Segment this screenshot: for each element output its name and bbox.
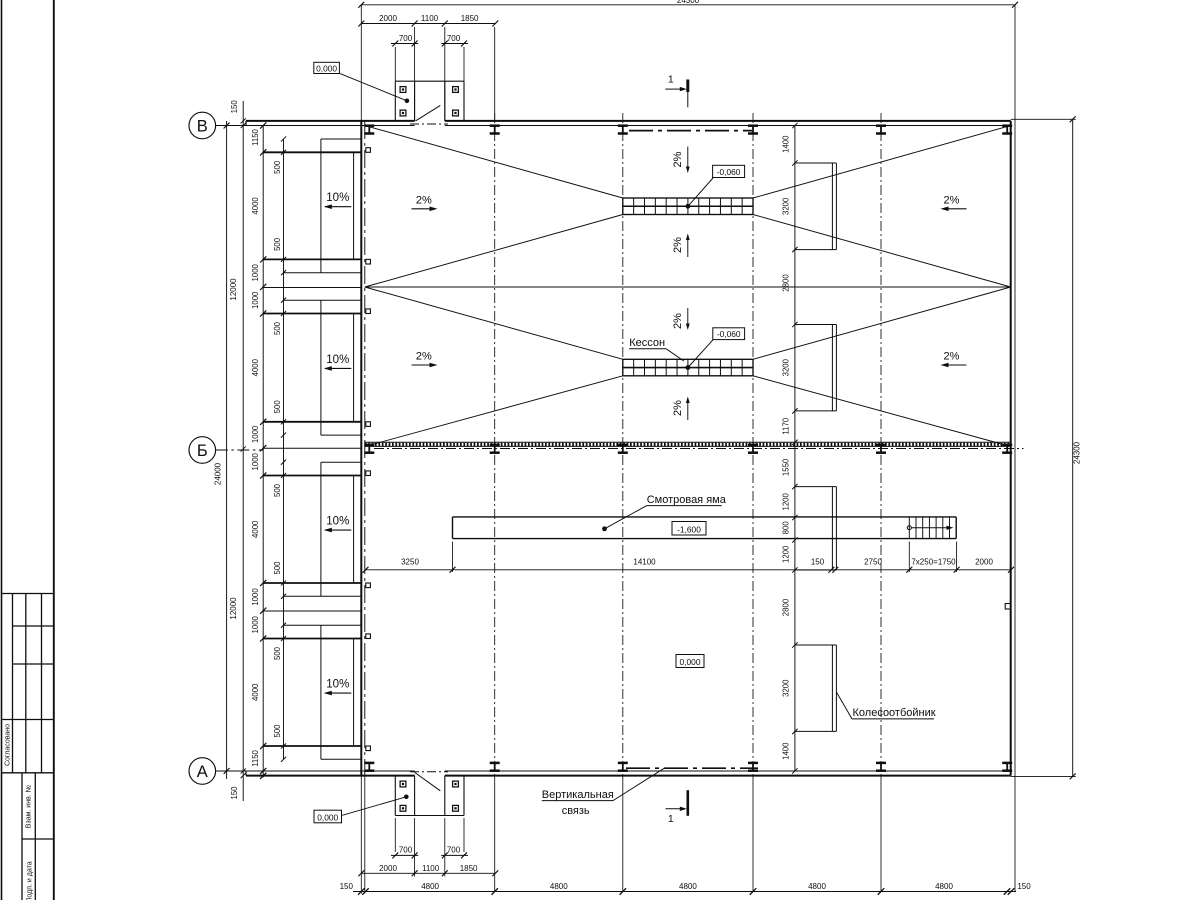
svg-text:2%: 2% bbox=[944, 195, 960, 207]
svg-text:4800: 4800 bbox=[808, 882, 826, 891]
svg-text:-1,600: -1,600 bbox=[677, 525, 701, 535]
svg-text:500: 500 bbox=[273, 237, 282, 251]
svg-text:1000: 1000 bbox=[251, 452, 260, 470]
svg-text:500: 500 bbox=[273, 561, 282, 575]
svg-text:150: 150 bbox=[811, 557, 825, 566]
svg-text:150: 150 bbox=[230, 786, 239, 800]
svg-text:1400: 1400 bbox=[782, 135, 791, 153]
svg-text:Согласовано: Согласовано bbox=[5, 724, 12, 766]
svg-text:3200: 3200 bbox=[782, 679, 791, 697]
svg-text:24300: 24300 bbox=[1073, 441, 1082, 464]
svg-text:-0,060: -0,060 bbox=[717, 167, 741, 177]
svg-text:7x250=1750: 7x250=1750 bbox=[911, 557, 956, 566]
svg-text:1000: 1000 bbox=[251, 291, 260, 309]
svg-text:2000: 2000 bbox=[379, 14, 397, 23]
svg-text:1100: 1100 bbox=[422, 864, 440, 873]
svg-text:4000: 4000 bbox=[251, 358, 260, 376]
svg-text:0,000: 0,000 bbox=[316, 64, 337, 74]
svg-text:1200: 1200 bbox=[782, 492, 791, 510]
svg-text:150: 150 bbox=[1017, 882, 1031, 891]
svg-text:Подп. и дата: Подп. и дата bbox=[27, 861, 34, 900]
svg-text:-0,060: -0,060 bbox=[717, 329, 741, 339]
svg-text:1000: 1000 bbox=[251, 588, 260, 606]
svg-text:2%: 2% bbox=[672, 313, 684, 329]
svg-text:700: 700 bbox=[447, 34, 461, 43]
svg-text:10%: 10% bbox=[326, 515, 349, 527]
svg-text:14100: 14100 bbox=[633, 557, 656, 566]
svg-text:2%: 2% bbox=[416, 351, 432, 363]
svg-text:1000: 1000 bbox=[251, 425, 260, 443]
svg-text:10%: 10% bbox=[326, 678, 349, 690]
svg-text:1850: 1850 bbox=[460, 864, 478, 873]
svg-text:2800: 2800 bbox=[782, 598, 791, 616]
svg-text:700: 700 bbox=[447, 845, 461, 854]
svg-text:2%: 2% bbox=[944, 351, 960, 363]
svg-text:150: 150 bbox=[340, 882, 354, 891]
svg-text:3200: 3200 bbox=[782, 197, 791, 215]
svg-text:1000: 1000 bbox=[251, 263, 260, 281]
svg-text:В: В bbox=[197, 118, 208, 136]
svg-text:1000: 1000 bbox=[251, 615, 260, 633]
svg-text:Кессон: Кессон bbox=[629, 337, 665, 349]
svg-text:4800: 4800 bbox=[679, 882, 697, 891]
svg-text:1: 1 bbox=[668, 813, 674, 825]
svg-text:500: 500 bbox=[273, 724, 282, 738]
svg-text:24300: 24300 bbox=[677, 0, 700, 5]
svg-text:4000: 4000 bbox=[251, 683, 260, 701]
svg-text:1: 1 bbox=[668, 73, 674, 85]
svg-text:0,000: 0,000 bbox=[317, 812, 338, 822]
svg-text:Вертикальная: Вертикальная bbox=[542, 789, 614, 801]
svg-text:3250: 3250 bbox=[401, 557, 419, 566]
svg-text:3200: 3200 bbox=[782, 358, 791, 376]
svg-text:10%: 10% bbox=[326, 192, 349, 204]
svg-text:2%: 2% bbox=[672, 237, 684, 253]
svg-text:500: 500 bbox=[273, 160, 282, 174]
svg-text:4800: 4800 bbox=[935, 882, 953, 891]
svg-text:1150: 1150 bbox=[251, 128, 260, 145]
svg-text:500: 500 bbox=[273, 400, 282, 414]
svg-text:500: 500 bbox=[273, 321, 282, 335]
svg-text:12000: 12000 bbox=[229, 597, 238, 620]
svg-text:1850: 1850 bbox=[461, 14, 479, 23]
svg-text:2800: 2800 bbox=[782, 274, 791, 292]
svg-text:1400: 1400 bbox=[782, 742, 791, 760]
svg-text:связь: связь bbox=[562, 805, 590, 817]
svg-text:Б: Б bbox=[197, 442, 208, 460]
svg-text:2%: 2% bbox=[672, 400, 684, 416]
svg-text:А: А bbox=[197, 763, 208, 781]
svg-text:1100: 1100 bbox=[421, 14, 439, 23]
svg-text:Колесоотбойник: Колесоотбойник bbox=[853, 707, 936, 719]
svg-text:2%: 2% bbox=[672, 151, 684, 167]
svg-text:700: 700 bbox=[399, 34, 413, 43]
svg-text:4000: 4000 bbox=[251, 197, 260, 215]
svg-text:500: 500 bbox=[273, 483, 282, 497]
svg-text:800: 800 bbox=[782, 521, 791, 535]
svg-text:1200: 1200 bbox=[782, 545, 791, 563]
svg-text:2000: 2000 bbox=[379, 864, 397, 873]
svg-text:Взам. инв. №: Взам. инв. № bbox=[26, 785, 33, 828]
svg-text:4800: 4800 bbox=[550, 882, 568, 891]
svg-text:24000: 24000 bbox=[214, 462, 223, 485]
svg-text:2%: 2% bbox=[416, 195, 432, 207]
svg-text:2750: 2750 bbox=[864, 557, 882, 566]
svg-text:1550: 1550 bbox=[782, 458, 791, 476]
svg-text:10%: 10% bbox=[326, 354, 349, 366]
svg-text:Смотровая яма: Смотровая яма bbox=[647, 494, 727, 506]
svg-text:4800: 4800 bbox=[421, 882, 439, 891]
svg-text:0,000: 0,000 bbox=[680, 657, 701, 667]
svg-text:700: 700 bbox=[399, 845, 413, 854]
svg-text:500: 500 bbox=[273, 646, 282, 660]
svg-text:4000: 4000 bbox=[251, 520, 260, 538]
svg-text:150: 150 bbox=[230, 100, 239, 114]
svg-text:2000: 2000 bbox=[975, 557, 993, 566]
svg-text:12000: 12000 bbox=[229, 278, 238, 301]
svg-text:1150: 1150 bbox=[251, 749, 260, 766]
svg-text:1170: 1170 bbox=[782, 417, 791, 434]
